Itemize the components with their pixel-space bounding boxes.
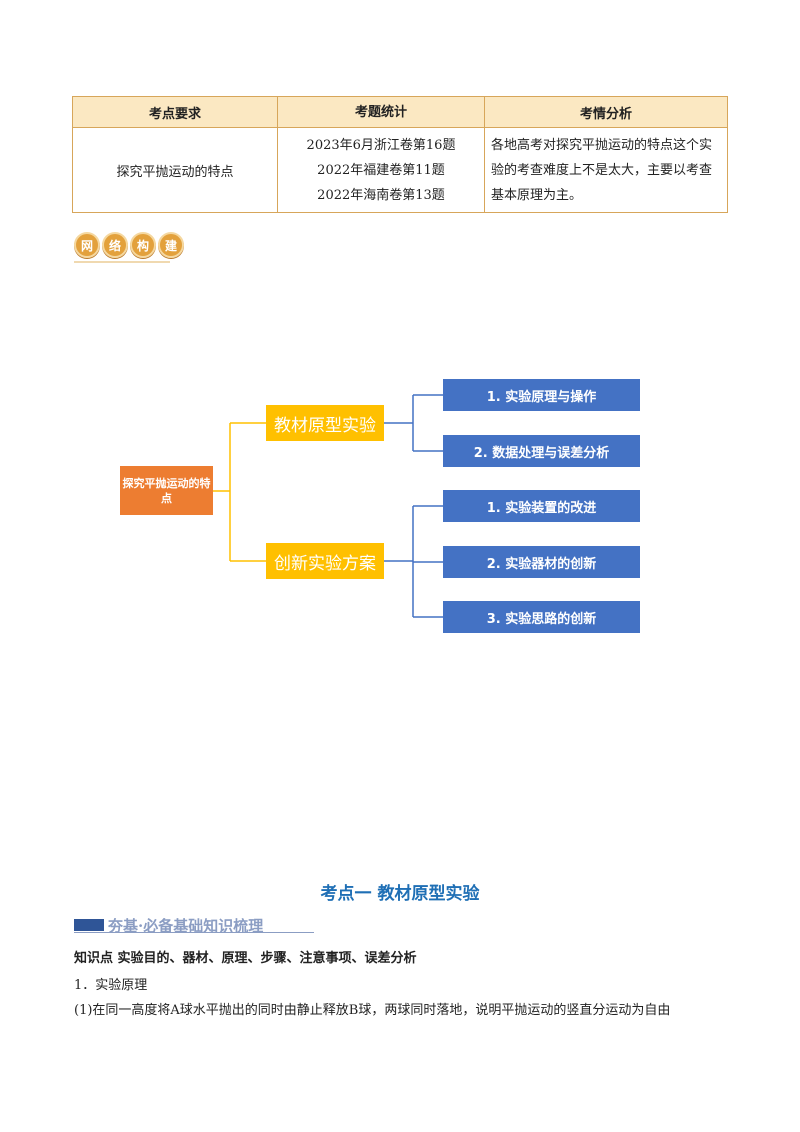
item-heading: 1．实验原理 — [74, 978, 148, 993]
branch1-connector — [384, 394, 443, 452]
badge-char: 络 — [102, 232, 128, 258]
badge-char: 构 — [130, 232, 156, 258]
mindmap-leaf: 2. 实验器材的创新 — [443, 546, 640, 578]
badge-underline — [74, 261, 170, 263]
badge-char: 网 — [74, 232, 100, 258]
paragraph: (1)在同一高度将A球水平抛出的同时由静止释放B球，两球同时落地，说明平抛运动的… — [74, 1003, 671, 1018]
mindmap-branch-textbook: 教材原型实验 — [266, 405, 384, 441]
header-requirement: 考点要求 — [72, 96, 278, 128]
cell-requirement: 探究平抛运动的特点 — [72, 127, 278, 213]
exam-requirements-table: 考点要求 考题统计 考情分析 探究平抛运动的特点 2023年6月浙江卷第16题 … — [72, 96, 728, 213]
mindmap-leaf: 1. 实验原理与操作 — [443, 379, 640, 411]
mindmap-leaf: 3. 实验思路的创新 — [443, 601, 640, 633]
stat-line: 2022年海南卷第13题 — [317, 187, 445, 203]
mindmap-root-node: 探究平抛运动的特点 — [120, 466, 213, 515]
cell-stats: 2023年6月浙江卷第16题 2022年福建卷第11题 2022年海南卷第13题 — [277, 127, 485, 213]
section-banner: 夯基·必备基础知识梳理 — [74, 915, 730, 935]
mindmap-leaf: 2. 数据处理与误差分析 — [443, 435, 640, 467]
mindmap-branch-innovation: 创新实验方案 — [266, 543, 384, 579]
banner-text: 夯基·必备基础知识梳理 — [108, 917, 264, 935]
header-analysis: 考情分析 — [484, 96, 728, 128]
stat-line: 2023年6月浙江卷第16题 — [306, 137, 456, 153]
header-stats: 考题统计 — [277, 96, 485, 128]
mindmap-leaf: 1. 实验装置的改进 — [443, 490, 640, 522]
knowledge-point-heading: 知识点 实验目的、器材、原理、步骤、注意事项、误差分析 — [74, 951, 417, 966]
section-title: 考点一 教材原型实验 — [320, 884, 480, 904]
table-header-row: 考点要求 考题统计 考情分析 — [72, 96, 728, 128]
banner-underline — [74, 932, 314, 933]
stat-line: 2022年福建卷第11题 — [317, 162, 445, 178]
banner-bar — [74, 919, 104, 931]
table-row: 探究平抛运动的特点 2023年6月浙江卷第16题 2022年福建卷第11题 20… — [72, 127, 728, 213]
cell-analysis: 各地高考对探究平抛运动的特点这个实验的考查难度上不是太大，主要以考查基本原理为主… — [484, 127, 728, 213]
badge-char: 建 — [158, 232, 184, 258]
branch2-connector — [384, 505, 443, 618]
network-construction-badge: 网 络 构 建 — [74, 232, 184, 258]
root-connector — [213, 422, 266, 562]
